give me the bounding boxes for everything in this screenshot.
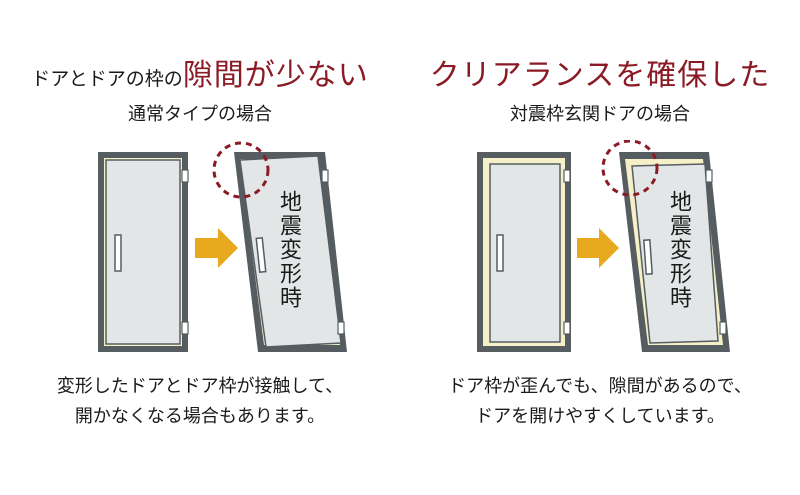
hinge — [719, 321, 727, 335]
caption-line: ドアを開けやすくしています。 — [475, 406, 725, 427]
arrow-icon — [577, 228, 619, 268]
caption-line: 変形したドアとドア枠が接触して、 — [56, 376, 344, 397]
door-handle — [255, 236, 267, 274]
clearance-highlight-circle — [601, 140, 659, 197]
hinge — [705, 169, 713, 183]
door-deformed-state — [619, 152, 730, 352]
door-handle — [496, 234, 504, 272]
caption-line: 開かなくなる場合もあります。 — [74, 406, 326, 427]
seismic-door-diagram — [477, 140, 730, 352]
door-deformed-state — [234, 152, 347, 352]
caption: 変形したドアとドア枠が接触して、 開かなくなる場合もあります。 — [0, 372, 400, 432]
hinge — [181, 321, 189, 335]
heading-emphasis: 隙間が少ない — [182, 58, 369, 93]
caption-line: ドア枠が歪んでも、隙間があるので、 — [448, 376, 752, 397]
contact-highlight-circle — [212, 141, 270, 199]
hinge — [181, 169, 189, 183]
arrow-icon — [195, 228, 238, 268]
door-handle — [643, 239, 653, 275]
hinge — [321, 169, 329, 183]
heading: クリアランスを確保した — [400, 56, 800, 100]
subtitle: 通常タイプの場合 — [128, 104, 272, 125]
heading-small: ドアとドアの枠の — [31, 68, 183, 90]
hinge — [563, 321, 571, 335]
normal-door-diagram — [98, 141, 347, 352]
door-label: 地震変形時 — [666, 190, 691, 310]
panel-normal-type: ドアとドアの枠の隙間が少ない 通常タイプの場合 地震変形時 変形したドアとドア枠… — [0, 56, 400, 432]
heading: ドアとドアの枠の隙間が少ない — [0, 56, 400, 100]
hinge — [563, 169, 571, 183]
door-normal-state — [98, 152, 189, 352]
door-label: 地震変形時 — [276, 190, 301, 310]
heading-emphasis: クリアランスを確保した — [429, 58, 771, 93]
caption: ドア枠が歪んでも、隙間があるので、 ドアを開けやすくしています。 — [400, 372, 800, 432]
door-handle — [114, 234, 122, 272]
door-normal-state — [477, 152, 571, 352]
hinge — [337, 321, 345, 335]
panel-seismic-type: クリアランスを確保した 対震枠玄関ドアの場合 地震変形時 ドア枠が歪んでも、隙間… — [400, 0, 800, 495]
subtitle: 対震枠玄関ドアの場合 — [510, 104, 690, 125]
